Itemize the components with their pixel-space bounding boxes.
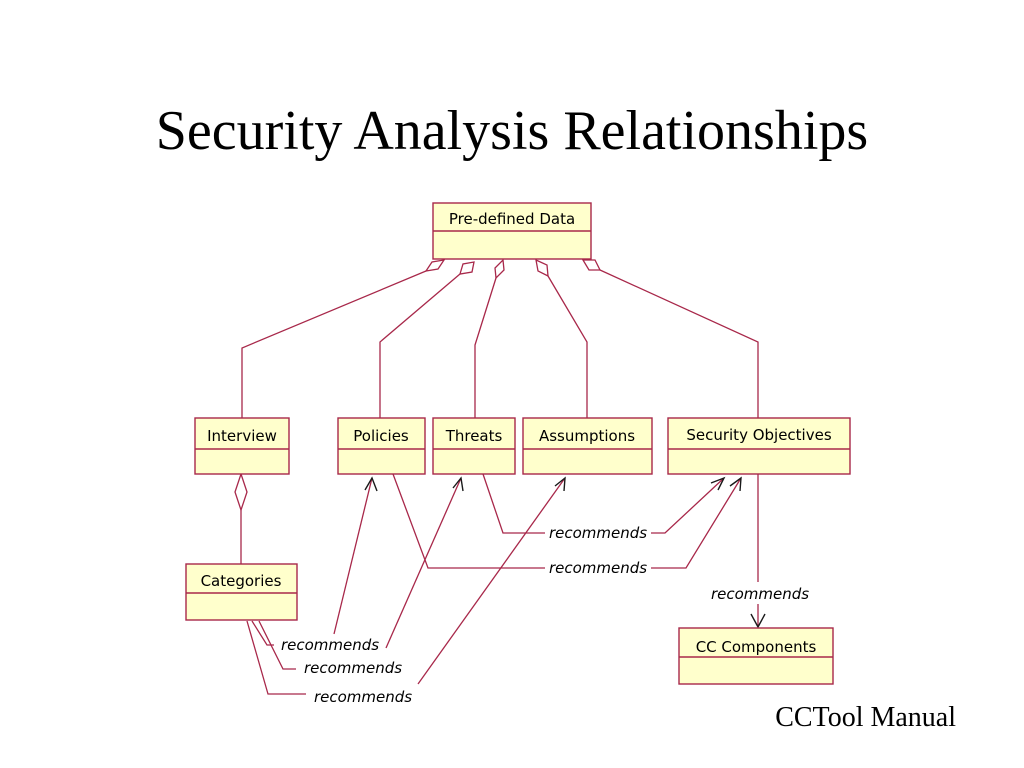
aggregation-policies — [379, 273, 461, 418]
aggregation-interview — [241, 270, 427, 418]
label-categories-policies: recommends — [281, 636, 379, 654]
aggregation-assumptions — [547, 275, 588, 418]
diamond-assumptions — [535, 258, 549, 278]
label-categories-assumptions: recommends — [314, 688, 412, 706]
diamond-interview — [424, 259, 446, 272]
page-title: Security Analysis Relationships — [155, 100, 869, 162]
class-box-cc-components[interactable]: CC Components — [678, 627, 834, 685]
class-name-cc-components: CC Components — [696, 638, 817, 656]
class-box-predefined-data[interactable]: Pre-defined Data — [432, 202, 592, 260]
class-name-threats: Threats — [445, 427, 503, 445]
dep-categories-policies — [251, 620, 274, 646]
class-name-security-objectives: Security Objectives — [686, 426, 831, 444]
label-objectives-cc: recommends — [711, 585, 809, 603]
class-name-assumptions: Assumptions — [539, 427, 635, 445]
diamond-security-objectives — [581, 259, 602, 271]
arrowhead-policies — [364, 476, 378, 492]
dep-threats-objectives — [482, 473, 545, 534]
aggregation-diamonds — [234, 258, 602, 513]
label-policies-objectives: recommends — [549, 559, 647, 577]
class-box-security-objectives[interactable]: Security Objectives — [667, 417, 851, 475]
diamond-categories — [234, 471, 248, 513]
dep-categories-threats — [258, 620, 296, 670]
arrowhead-threats — [452, 476, 464, 492]
dep-categories-assumptions-tail — [417, 477, 566, 685]
arrowheads — [364, 476, 766, 629]
label-threats-objectives: recommends — [549, 524, 647, 542]
aggregation-security-objectives — [599, 269, 759, 418]
class-name-interview: Interview — [207, 427, 277, 445]
arrowhead-cc — [750, 613, 766, 629]
arrowhead-assumptions — [554, 476, 566, 492]
class-box-assumptions[interactable]: Assumptions — [522, 417, 653, 475]
dep-policies-objectives — [392, 473, 545, 569]
dependency-lines — [246, 473, 759, 695]
class-name-policies: Policies — [353, 427, 409, 445]
class-box-interview[interactable]: Interview — [194, 417, 290, 475]
diamond-policies — [459, 261, 475, 275]
class-box-policies[interactable]: Policies — [337, 417, 426, 475]
dep-threats-objectives-tail — [651, 477, 725, 534]
aggregation-connectors — [240, 269, 759, 564]
dep-policies-objectives-tail — [651, 477, 742, 569]
class-box-categories[interactable]: Categories — [185, 563, 298, 621]
arrowhead-objectives-b — [729, 476, 742, 492]
footer-caption: CCTool Manual — [775, 702, 956, 733]
class-box-threats[interactable]: Threats — [432, 417, 516, 475]
diamond-threats — [494, 258, 505, 280]
dep-categories-policies-tail — [333, 477, 373, 635]
class-name-predefined-data: Pre-defined Data — [449, 210, 575, 228]
aggregation-threats — [474, 277, 497, 418]
dep-categories-assumptions — [246, 620, 306, 695]
label-categories-threats: recommends — [304, 659, 402, 677]
dep-categories-threats-tail — [385, 477, 462, 649]
arrowhead-objectives-a — [710, 476, 726, 491]
class-name-categories: Categories — [201, 572, 282, 590]
